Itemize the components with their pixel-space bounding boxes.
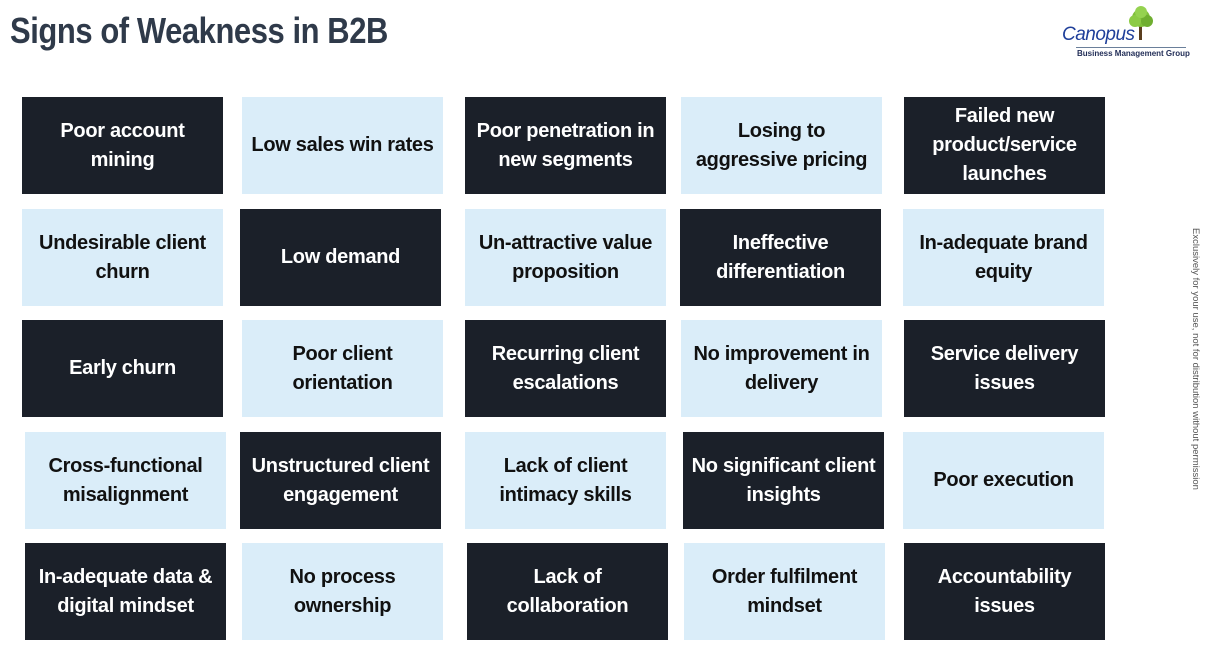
card-label: Losing to aggressive pricing [695, 119, 868, 171]
card-label: Unstructured client engagement [251, 454, 430, 506]
permission-note: Exclusively for your use, not for distri… [1190, 228, 1201, 490]
card-label: Lack of client intimacy skills [499, 454, 632, 506]
card-low-demand: Low demand [240, 209, 441, 306]
card-label: No process ownership [289, 565, 396, 617]
card-label: Low demand [280, 246, 401, 268]
card-client-insights: No significant client insights [683, 432, 884, 529]
card-lack-collaboration: Lack of collaboration [467, 543, 668, 640]
card-early-churn: Early churn [22, 320, 223, 417]
card-label: Low sales win rates [251, 134, 434, 156]
company-logo: Canopus Business Management Group [1060, 6, 1210, 62]
card-label: No significant client insights [691, 454, 876, 506]
card-poor-penetration: Poor penetration in new segments [465, 97, 666, 194]
card-client-orientation: Poor client orientation [242, 320, 443, 417]
card-order-fulfilment: Order fulfilment mindset [684, 543, 885, 640]
card-poor-execution: Poor execution [903, 432, 1104, 529]
card-label: Lack of collaboration [506, 565, 629, 617]
card-service-delivery: Service delivery issues [904, 320, 1105, 417]
card-low-sales-win-rates: Low sales win rates [242, 97, 443, 194]
logo-tagline: Business Management Group [1077, 49, 1190, 58]
card-accountability: Accountability issues [904, 543, 1105, 640]
card-failed-launches: Failed new product/service launches [904, 97, 1105, 194]
card-label: Ineffective differentiation [716, 231, 845, 283]
logo-wordmark: Canopus [1062, 24, 1135, 45]
card-label: Undesirable client churn [39, 231, 206, 283]
card-label: Order fulfilment mindset [711, 565, 858, 617]
card-label: Poor account mining [60, 119, 185, 171]
logo-divider [1076, 47, 1186, 48]
card-label: Service delivery issues [930, 342, 1079, 394]
card-label: Early churn [69, 357, 176, 379]
card-undesirable-churn: Undesirable client churn [22, 209, 223, 306]
card-label: In-adequate brand equity [919, 231, 1088, 283]
card-label: Recurring client escalations [491, 342, 640, 394]
card-label: Failed new product/service launches [932, 105, 1077, 185]
card-client-intimacy: Lack of client intimacy skills [465, 432, 666, 529]
card-data-digital-mindset: In-adequate data & digital mindset [25, 543, 226, 640]
card-label: In-adequate data & digital mindset [38, 565, 213, 617]
card-label: Accountability issues [937, 565, 1072, 617]
card-cross-functional: Cross-functional misalignment [25, 432, 226, 529]
card-aggressive-pricing: Losing to aggressive pricing [681, 97, 882, 194]
card-label: Poor penetration in new segments [476, 119, 655, 171]
page-title: Signs of Weakness in B2B [10, 10, 388, 51]
card-label: Poor client orientation [292, 342, 393, 394]
card-brand-equity: In-adequate brand equity [903, 209, 1104, 306]
card-label: No improvement in delivery [693, 342, 870, 394]
tree-icon [1129, 6, 1153, 40]
card-poor-account-mining: Poor account mining [22, 97, 223, 194]
card-no-improvement: No improvement in delivery [681, 320, 882, 417]
card-unattractive-value: Un-attractive value proposition [465, 209, 666, 306]
card-process-ownership: No process ownership [242, 543, 443, 640]
card-ineffective-differentiation: Ineffective differentiation [680, 209, 881, 306]
card-unstructured-engagement: Unstructured client engagement [240, 432, 441, 529]
card-client-escalations: Recurring client escalations [465, 320, 666, 417]
card-label: Cross-functional misalignment [48, 454, 203, 506]
card-label: Un-attractive value proposition [478, 231, 653, 283]
card-label: Poor execution [933, 469, 1074, 491]
